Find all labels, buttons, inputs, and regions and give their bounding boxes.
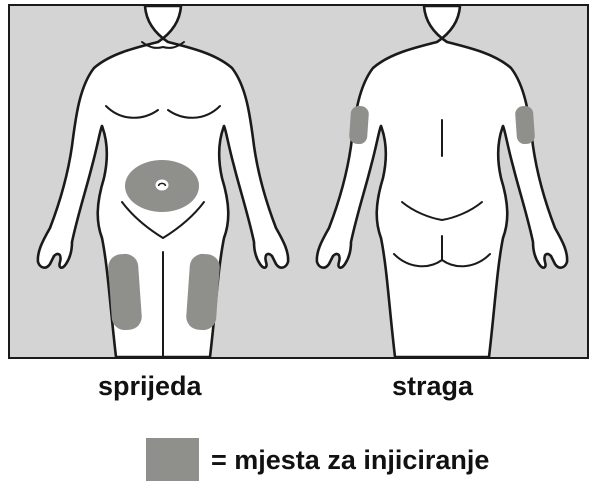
navel-icon (156, 180, 169, 191)
left-upper-arm-injection-site (349, 105, 370, 144)
body-diagram (10, 6, 587, 357)
left-thigh-injection-site (107, 253, 142, 331)
legend-text: = mjesta za injiciranje (211, 445, 489, 476)
back-view-label: straga (392, 371, 473, 402)
front-view-label: sprijeda (98, 371, 202, 402)
back-figure (317, 6, 567, 357)
legend-swatch (146, 438, 199, 481)
body-diagram-panel (8, 4, 589, 359)
back-body-outline (317, 6, 567, 357)
right-thigh-injection-site (185, 253, 220, 331)
front-figure (38, 6, 288, 357)
right-upper-arm-injection-site (515, 105, 536, 144)
